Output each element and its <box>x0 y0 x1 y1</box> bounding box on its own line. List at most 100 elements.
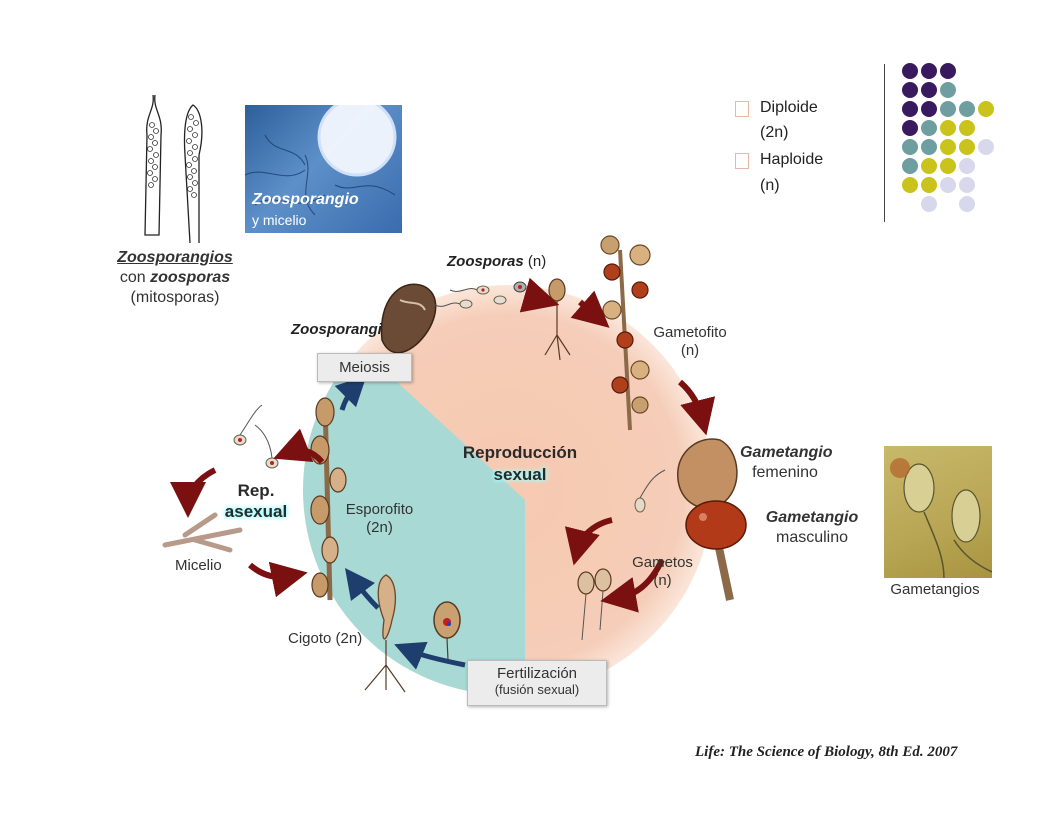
decorative-dot <box>921 158 937 174</box>
gametangios-photo-art <box>890 458 992 578</box>
caption-line2-bold: zoosporas <box>150 269 231 286</box>
legend-haploid-swatch <box>735 153 749 169</box>
decorative-dot <box>902 63 918 79</box>
asexual-spores-illustration <box>233 404 279 469</box>
decorative-dot <box>921 101 937 117</box>
zoosporangio-photo-title: Zoosporangio <box>252 191 359 208</box>
legend-haploid-label: Haploide <box>760 151 824 168</box>
fertilizacion-box: Fertilización (fusión sexual) <box>467 660 607 706</box>
zoosporangio-photo-art <box>245 105 397 216</box>
decorative-dot <box>978 101 994 117</box>
gametangio-femenino-title: Gametangio <box>740 444 833 461</box>
cigoto-label: Cigoto (2n) <box>288 630 363 647</box>
decorative-dot <box>940 63 956 79</box>
zoosporas-label-text: Zoosporas <box>447 253 524 270</box>
decorative-dot <box>978 139 994 155</box>
esporofito-ploidy: (2n) <box>366 519 393 536</box>
gametos-ploidy: (n) <box>653 572 672 589</box>
zoosporangio-photo: Zoosporangio y micelio <box>245 105 402 233</box>
decorative-dot <box>940 139 956 155</box>
decorative-dot <box>921 82 937 98</box>
fertilizacion-title: Fertilización <box>496 665 578 682</box>
arrow-sporophyte-to-spores <box>273 428 325 465</box>
decorative-dot <box>959 139 975 155</box>
gametos-label: Gametos (n) <box>615 554 710 590</box>
gametofito-label: Gametofito (n) <box>645 324 735 360</box>
legend-diploid-ploidy: (2n) <box>760 124 789 141</box>
decorative-dot <box>959 120 975 136</box>
zygote-illustration <box>433 601 461 661</box>
gametangio-femenino-label: Gametangio femenino <box>740 443 833 483</box>
gametofito-ploidy: (n) <box>680 342 700 359</box>
decorative-dot <box>921 177 937 193</box>
blue-arrows <box>334 375 466 670</box>
arrow-fertilization-to-zygote <box>394 641 466 670</box>
decorative-dot <box>902 139 918 155</box>
rep-sexual-line2: sexual <box>493 465 547 484</box>
sporophyte-illustration <box>310 397 347 601</box>
gametofito-text: Gametofito <box>653 324 727 341</box>
caption-line2: con zoosporas <box>80 268 270 288</box>
decorative-dot <box>940 120 956 136</box>
rep-asexual-label: Rep. asexual <box>216 480 296 522</box>
rep-asexual-line1: Rep. <box>237 481 275 500</box>
rep-sexual-label: Reproducción sexual <box>445 442 595 486</box>
decorative-dot <box>921 120 937 136</box>
decorative-dot <box>940 101 956 117</box>
arrow-gametangia-to-gametes <box>600 558 665 613</box>
decorative-dot <box>921 196 937 212</box>
gametangios-photo <box>884 446 992 578</box>
decorative-dot-grid <box>880 60 1000 222</box>
zoosporangio-photo-subtitle: y micelio <box>252 212 307 228</box>
decorative-dot <box>902 120 918 136</box>
zoosporas-ploidy: (n) <box>527 253 547 270</box>
rep-asexual-line2: asexual <box>224 502 288 521</box>
decorative-dot <box>921 139 937 155</box>
gametangio-masculino-sub: masculino <box>775 529 849 546</box>
micelio-label: Micelio <box>175 557 222 574</box>
zoosporangios-caption: Zoosporangios con zoosporas (mitosporas) <box>80 248 270 308</box>
grid-divider-line <box>884 64 885 222</box>
gametos-text: Gametos <box>632 554 693 571</box>
decorative-dot <box>902 158 918 174</box>
legend-diploid-swatch <box>735 101 749 117</box>
decorative-dot <box>902 101 918 117</box>
zoosporangium-illustration <box>380 283 437 354</box>
decorative-dot <box>959 196 975 212</box>
arrow-spores-to-mycelium <box>170 467 217 518</box>
mycelium-illustration <box>162 512 243 553</box>
legend-haploid-ploidy: (n) <box>760 177 780 194</box>
decorative-dot <box>959 158 975 174</box>
zoospores-illustration <box>434 281 527 309</box>
zoosporas-label: Zoosporas (n) <box>447 253 546 270</box>
citation: Life: The Science of Biology, 8th Ed. 20… <box>695 744 958 760</box>
caption-line1: Zoosporangios <box>117 249 233 266</box>
zoosporangia-drawing <box>144 95 203 244</box>
decorative-dot <box>902 82 918 98</box>
decorative-dot <box>959 101 975 117</box>
arrow-gametes-to-fertilization <box>564 517 613 566</box>
gametangio-masculino-label: Gametangio masculino <box>752 508 872 548</box>
decorative-dot <box>940 177 956 193</box>
young-sporophyte-illustration <box>364 574 406 693</box>
esporofito-text: Esporofito <box>345 501 414 518</box>
decorative-dot <box>902 177 918 193</box>
gametangios-caption: Gametangios <box>890 581 980 598</box>
rep-sexual-line1: Reproducción <box>462 443 578 462</box>
decorative-dot <box>940 82 956 98</box>
arrow-mycelium-to-sporophyte <box>248 561 308 598</box>
arrow-gametophyte-to-gametangia <box>677 379 716 436</box>
arrow-zygote-to-sporophyte <box>344 568 380 610</box>
decorative-dot <box>940 158 956 174</box>
meiosis-box: Meiosis <box>317 353 412 382</box>
legend-diploid-label: Diploide <box>760 99 818 116</box>
decorative-dot <box>959 177 975 193</box>
gametangio-femenino-sub: femenino <box>752 464 818 481</box>
zoosporangio-label: Zoosporangi <box>291 321 382 338</box>
decorative-dot <box>921 63 937 79</box>
arrow-sporophyte-to-meiosis <box>334 375 367 411</box>
arrow-zoospore-to-germling <box>519 277 560 313</box>
gametangio-masculino-title: Gametangio <box>765 509 859 526</box>
caption-line2-plain: con <box>119 269 151 286</box>
